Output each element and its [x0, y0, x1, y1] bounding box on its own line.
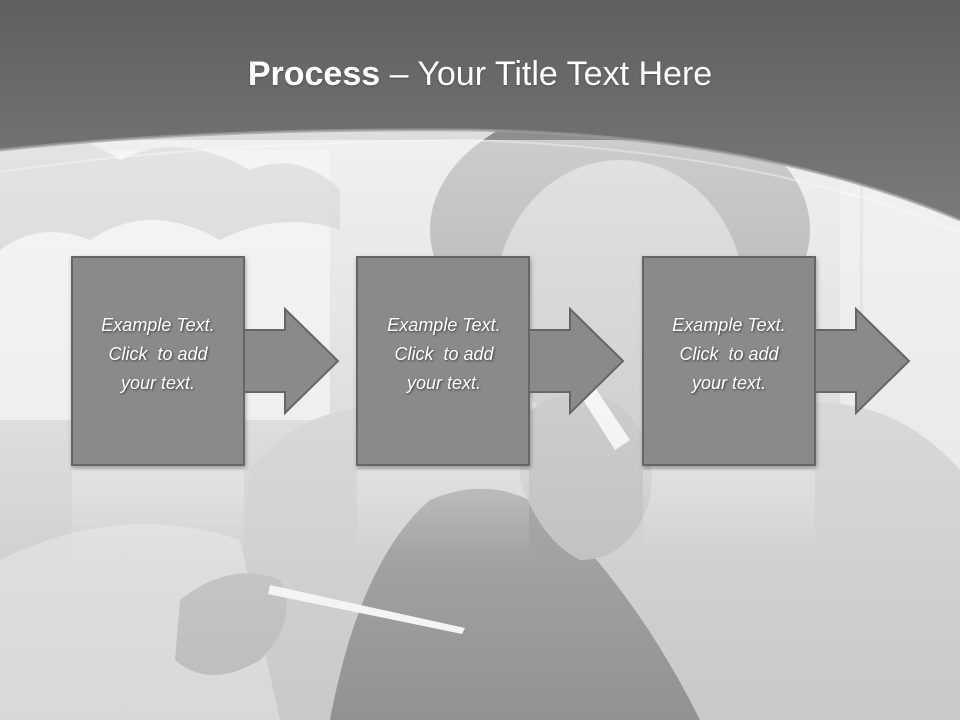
step-text-line: Example Text.	[387, 315, 501, 335]
step-text-line: Example Text.	[672, 315, 786, 335]
title-rest: – Your Title Text Here	[380, 55, 713, 93]
process-step-2[interactable]	[356, 256, 530, 560]
arrow-right-icon	[814, 306, 911, 416]
step-text-line: your text.	[120, 373, 196, 393]
slide-title[interactable]: Process – Your Title Text Here	[0, 52, 960, 96]
step-1-text[interactable]: Example Text. Click to add your text.	[72, 311, 244, 398]
step-text-line: Click to add	[679, 344, 779, 364]
step-text-line: Click to add	[108, 344, 208, 364]
step-text-line: your text.	[691, 373, 767, 393]
step-text-line: your text.	[406, 373, 482, 393]
step-3-text[interactable]: Example Text. Click to add your text.	[643, 311, 815, 398]
process-step-1[interactable]	[71, 256, 284, 560]
process-step-3[interactable]	[642, 256, 816, 560]
arrow-right-icon	[243, 306, 340, 416]
step-text-line: Example Text.	[101, 315, 215, 335]
step-2-text[interactable]: Example Text. Click to add your text.	[358, 311, 530, 398]
arrow-right-icon	[528, 306, 625, 416]
step-text-line: Click to add	[394, 344, 494, 364]
title-bold: Process	[247, 55, 381, 93]
